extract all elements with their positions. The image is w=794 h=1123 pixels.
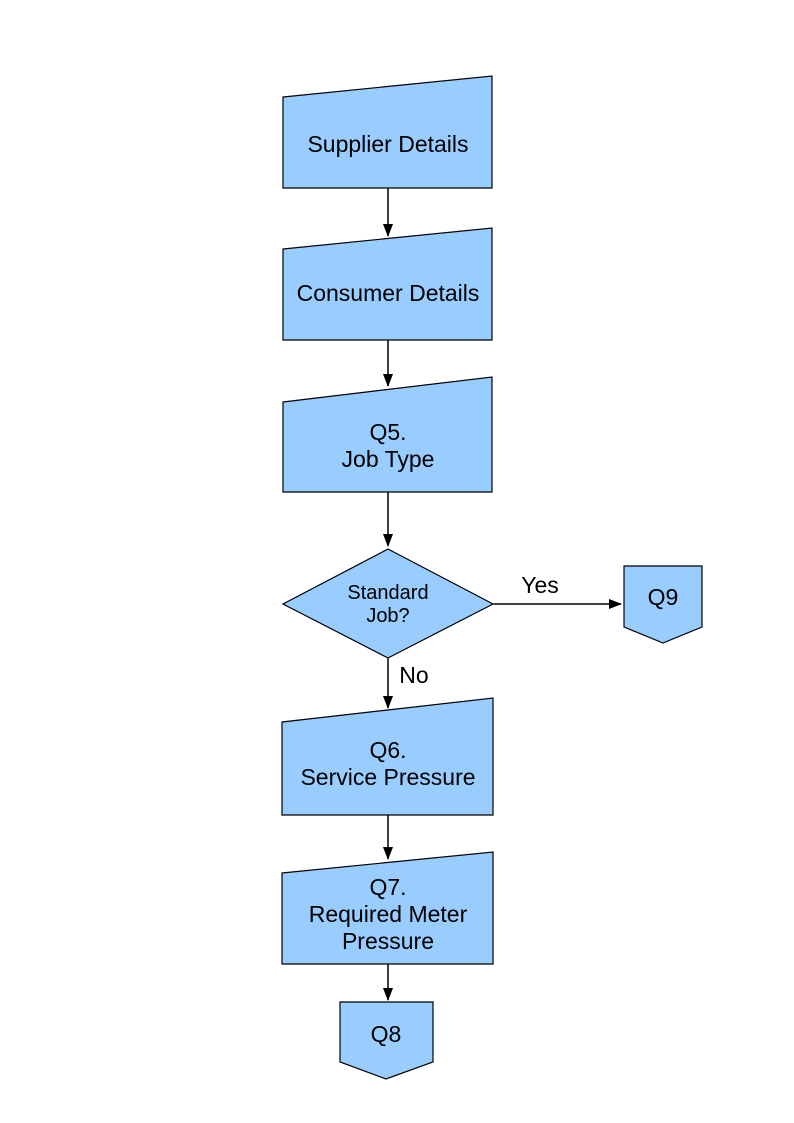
q8-label: Q8	[371, 1021, 402, 1047]
q7-label-line3: Pressure	[342, 928, 434, 954]
no-branch-label: No	[399, 662, 428, 688]
supplier-details-node	[282, 75, 493, 189]
q5-label-line2: Job Type	[342, 446, 435, 472]
q9-label: Q9	[648, 584, 679, 610]
consumer-details-label: Consumer Details	[297, 280, 480, 306]
yes-branch-label: Yes	[521, 572, 559, 598]
q6-label-line2: Service Pressure	[300, 764, 475, 790]
q6-service-pressure-node	[281, 697, 494, 816]
q5-job-type-node	[282, 376, 493, 493]
q7-label-line1: Q7.	[369, 874, 406, 900]
supplier-details-label: Supplier Details	[307, 131, 468, 157]
consumer-details-node	[282, 227, 493, 341]
decision-label-line2: Job?	[366, 605, 409, 627]
standard-job-decision-node	[281, 548, 495, 659]
q7-label-line2: Required Meter	[309, 901, 468, 927]
q8-connector-node	[339, 1001, 434, 1080]
decision-label-line1: Standard	[347, 582, 428, 604]
q7-required-meter-pressure-node	[281, 851, 494, 965]
q5-label-line1: Q5.	[369, 419, 406, 445]
q9-connector-node	[623, 565, 703, 644]
q6-label-line1: Q6.	[369, 737, 406, 763]
